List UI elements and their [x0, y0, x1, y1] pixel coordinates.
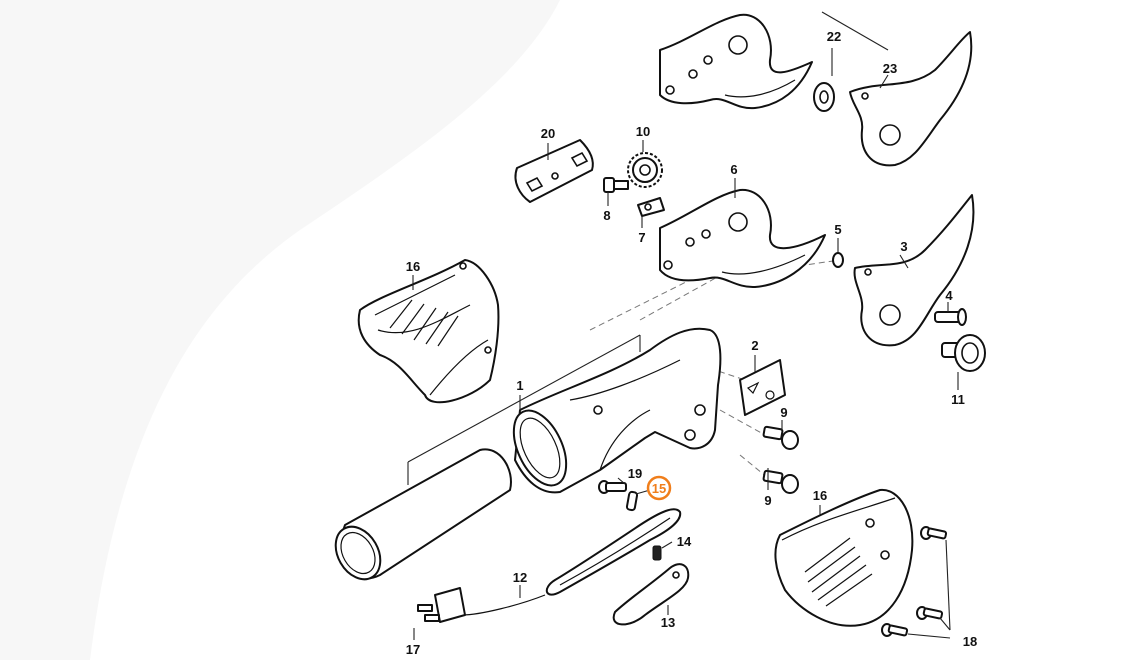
label-16-upper: 16 — [406, 259, 420, 274]
label-6: 6 — [730, 162, 737, 177]
switch-assembly — [413, 587, 466, 640]
label-17: 17 — [406, 642, 420, 657]
label-8: 8 — [603, 208, 610, 223]
label-19: 19 — [628, 466, 642, 481]
label-13: 13 — [661, 615, 675, 630]
part-labels: 22 23 20 10 6 8 7 5 3 4 16 2 11 1 9 9 19… — [406, 29, 977, 657]
screws-9 — [762, 420, 799, 494]
warning-label-sticker — [739, 355, 786, 416]
upper-blade-part-6 — [659, 178, 826, 289]
spring — [652, 541, 673, 561]
main-housing — [334, 327, 722, 581]
label-5: 5 — [834, 222, 841, 237]
label-16-lower: 16 — [813, 488, 827, 503]
label-23: 23 — [883, 61, 897, 76]
upper-blade-assembly — [659, 11, 973, 167]
plate-part — [514, 139, 594, 203]
label-18: 18 — [963, 634, 977, 649]
label-4: 4 — [945, 288, 953, 303]
label-15-highlight[interactable]: 15 — [646, 475, 672, 501]
trigger-lever — [461, 508, 682, 616]
screw-and-pin — [598, 477, 651, 512]
label-7: 7 — [638, 230, 645, 245]
screws-18 — [881, 526, 951, 639]
label-3: 3 — [900, 239, 907, 254]
background-shade — [0, 0, 560, 660]
label-1: 1 — [516, 378, 523, 393]
label-20: 20 — [541, 126, 555, 141]
hand-guard-right — [774, 488, 914, 627]
label-10: 10 — [636, 124, 650, 139]
label-22: 22 — [827, 29, 841, 44]
release-lever — [612, 563, 690, 626]
label-9-upper: 9 — [780, 405, 787, 420]
label-9-lower: 9 — [764, 493, 771, 508]
hand-guard-left — [357, 259, 500, 404]
label-15: 15 — [652, 481, 666, 496]
gear-assembly — [603, 140, 665, 228]
label-11: 11 — [951, 392, 965, 407]
label-12: 12 — [513, 570, 527, 585]
label-2: 2 — [751, 338, 758, 353]
label-14: 14 — [677, 534, 692, 549]
lower-blade-assembly — [832, 194, 986, 390]
highlight-ring — [646, 475, 672, 501]
